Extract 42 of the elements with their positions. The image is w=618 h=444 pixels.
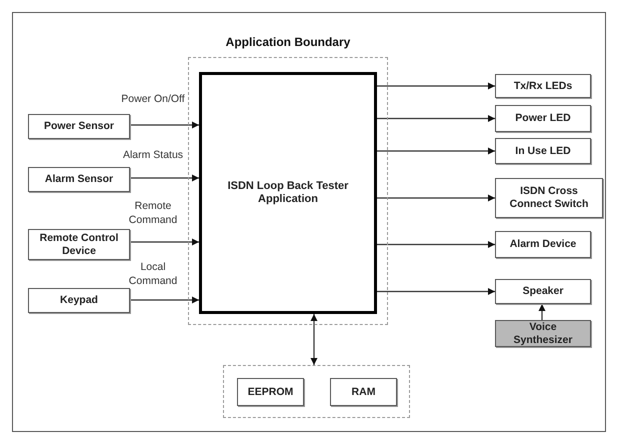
- arrow: [310, 314, 318, 365]
- process-box: [495, 231, 591, 258]
- process-box: [495, 320, 591, 347]
- node-text: Remote Control Device: [38, 232, 120, 258]
- arrow: [377, 148, 495, 154]
- arrow: [377, 241, 495, 248]
- arrow: [130, 122, 199, 128]
- node-text: ISDN Loop Back Tester Application: [226, 180, 350, 206]
- node-text: In Use LED: [515, 144, 571, 158]
- node-text: Alarm Sensor: [44, 173, 114, 186]
- node-text: RAM: [352, 386, 376, 398]
- arrow: [130, 238, 199, 246]
- process-box: [28, 114, 130, 139]
- node-text: Power LED: [515, 112, 571, 125]
- process-box: [495, 74, 591, 98]
- node-text: Alarm Device: [510, 238, 576, 251]
- process-box: [495, 279, 591, 304]
- arrow: [130, 296, 199, 304]
- node-text: ISDN Cross Connect Switch: [508, 185, 590, 211]
- node-text: Voice Synthesizer: [512, 320, 574, 346]
- node-text: EEPROM: [248, 386, 294, 398]
- application-box: [199, 72, 377, 314]
- process-box: [28, 229, 130, 260]
- process-box: [495, 178, 603, 218]
- process-box: [495, 138, 591, 164]
- node-text: Power Sensor: [44, 120, 114, 133]
- process-box: [28, 288, 130, 313]
- arrow: [377, 194, 495, 202]
- boundary-heading: Application Boundary: [226, 34, 350, 51]
- process-box: [495, 105, 591, 132]
- node-text: Speaker: [522, 285, 564, 298]
- process-box: [237, 378, 304, 406]
- node-text: Keypad: [60, 294, 98, 307]
- process-box: [28, 167, 130, 192]
- node-text: Tx/Rx LEDs: [514, 80, 572, 92]
- arrow: [538, 304, 546, 320]
- arrow: [130, 174, 199, 182]
- dashed-group-box: [223, 365, 410, 418]
- arrow: [377, 115, 495, 122]
- process-box: [330, 378, 397, 406]
- arrow: [377, 82, 495, 90]
- arrow: [377, 288, 495, 295]
